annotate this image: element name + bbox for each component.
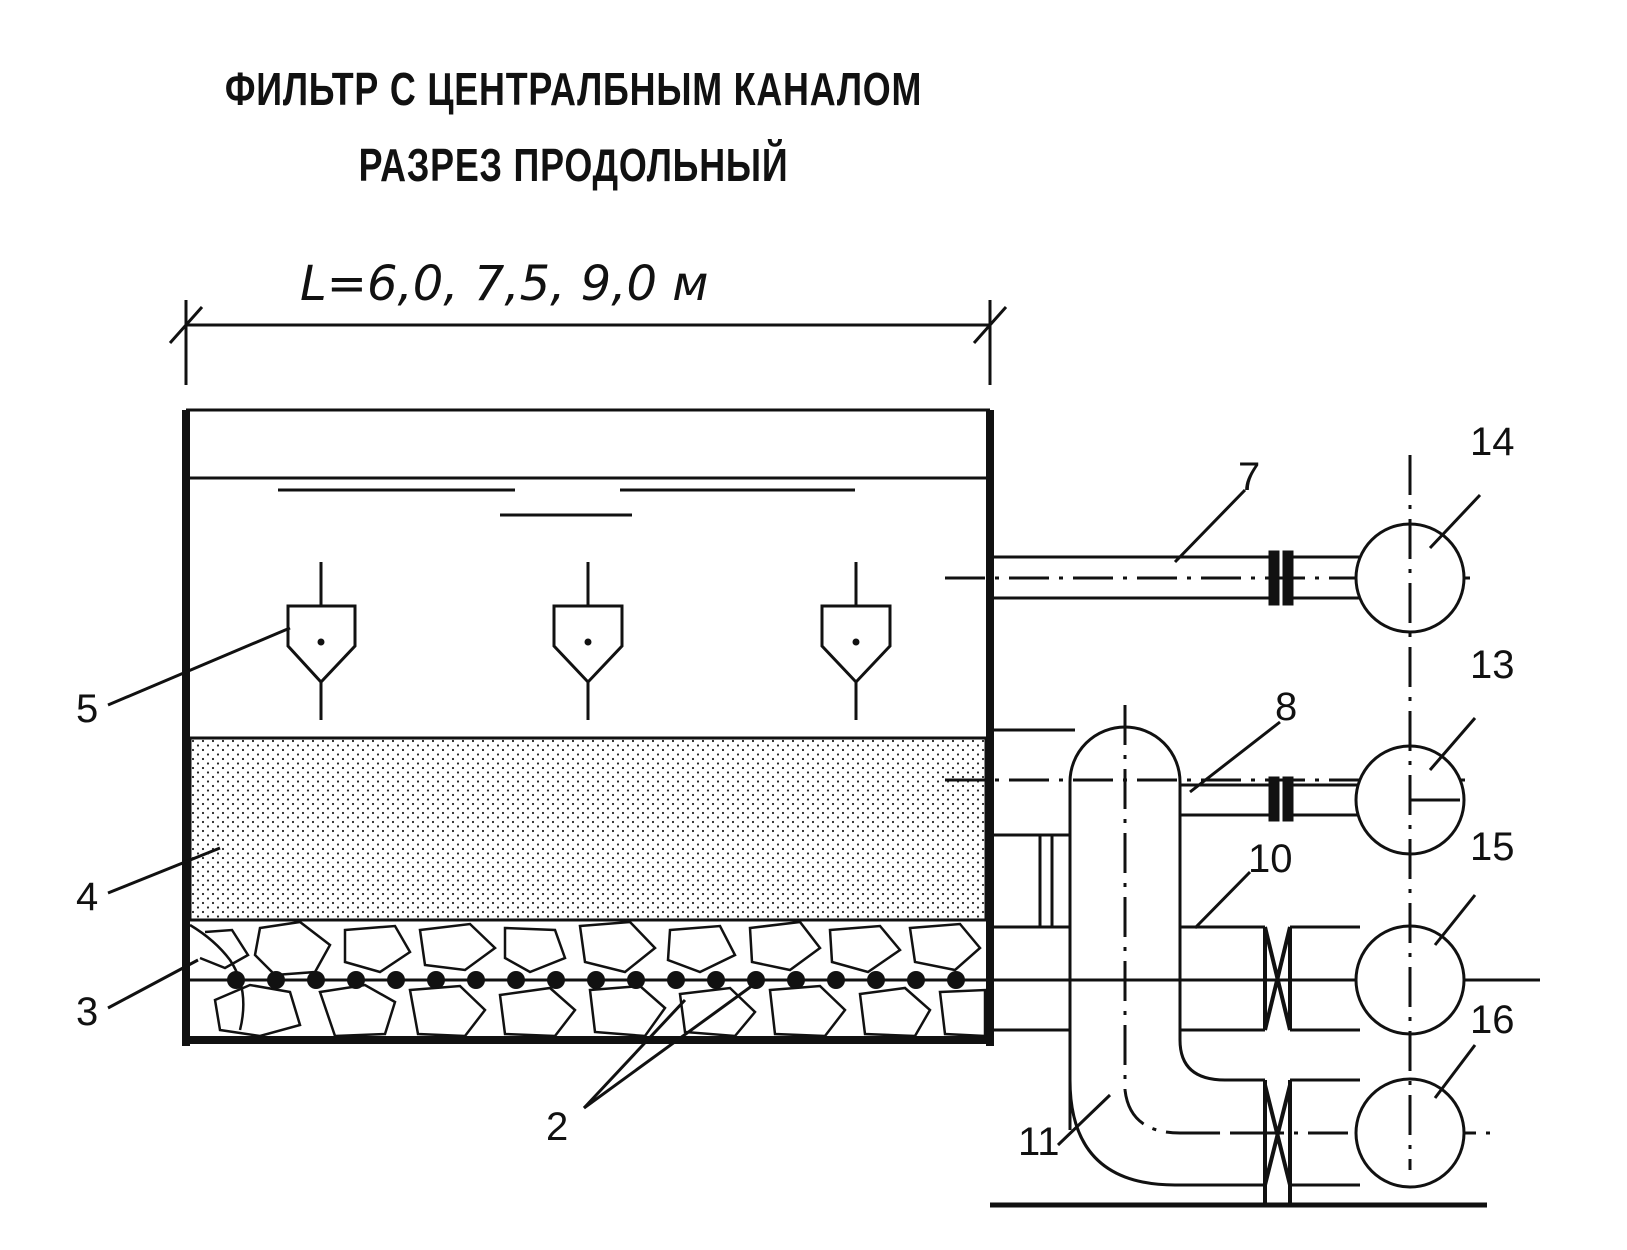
gate-valve-upper: [1263, 926, 1292, 1031]
collecting-gutters: [286, 562, 892, 720]
label-2: 2: [546, 1105, 568, 1149]
label-16: 16: [1470, 998, 1515, 1042]
gutter-2: [552, 562, 624, 720]
pipe-11-wash-water: [1068, 705, 1265, 1187]
water-level-marks: [278, 488, 855, 517]
gutter-1: [286, 562, 357, 720]
label-4: 4: [76, 875, 98, 919]
title-line-1: ФИЛЬТР С ЦЕНТРАЛБНЫМ КАНАЛОМ: [224, 63, 923, 115]
dimension-text: L=6,0, 7,5, 9,0 м: [300, 256, 708, 312]
label-3: 3: [76, 990, 98, 1034]
label-8: 8: [1275, 685, 1297, 729]
label-11: 11: [1018, 1120, 1060, 1164]
leader-lines: [107, 488, 1482, 1147]
filter-tank: [182, 408, 994, 1046]
gate-valve-lower: [1263, 1080, 1292, 1205]
central-channel: [990, 728, 1487, 1208]
label-13: 13: [1470, 643, 1515, 687]
filter-media-layer: [188, 736, 988, 922]
label-7: 7: [1238, 455, 1260, 499]
title-line-2: РАЗРЕЗ ПРОДОЛЬНЫЙ: [358, 139, 789, 191]
label-10: 10: [1248, 837, 1293, 881]
label-5: 5: [76, 687, 98, 731]
label-14: 14: [1470, 420, 1515, 464]
drainage-distribution-pipe: [190, 971, 1540, 989]
label-15: 15: [1470, 825, 1515, 869]
dimension-line: [168, 300, 1008, 385]
gutter-3: [820, 562, 892, 720]
